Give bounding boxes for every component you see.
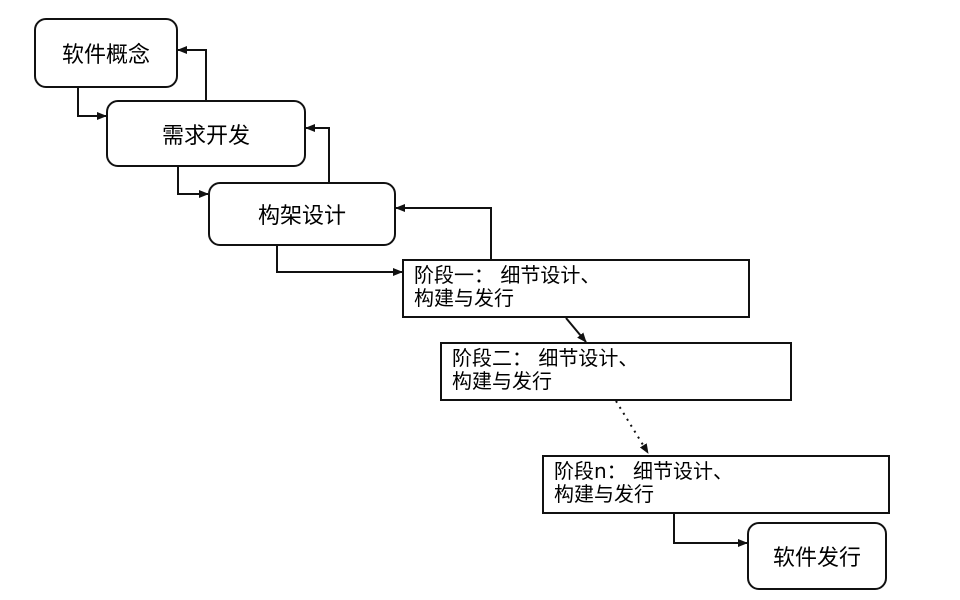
node-software-release: 软件发行: [747, 522, 887, 590]
arrow-stagen-to-release: [673, 514, 748, 547]
node-architecture-design: 构架设计: [208, 182, 396, 246]
node-stage-2-line2: 构建与发行: [452, 369, 552, 393]
arrow-concept-to-requirements: [77, 88, 107, 120]
arrow-architecture-to-stage1: [276, 246, 403, 276]
node-stage-2: 阶段二： 细节设计、 构建与发行: [440, 342, 792, 401]
node-stage-1-line1: 阶段一： 细节设计、: [414, 263, 601, 287]
feedback-requirements-to-concept: [177, 46, 207, 100]
node-requirements-development: 需求开发: [106, 100, 306, 167]
node-software-release-label: 软件发行: [772, 546, 861, 571]
node-architecture-design-label: 构架设计: [257, 204, 346, 229]
node-stage-1-line2: 构建与发行: [414, 286, 514, 310]
node-stage-2-line1: 阶段二： 细节设计、: [452, 346, 639, 370]
node-software-concept-label: 软件概念: [61, 43, 150, 68]
feedback-architecture-to-requirements: [305, 124, 330, 182]
node-stage-n-line1: 阶段n： 细节设计、: [554, 459, 734, 483]
arrow-requirements-to-architecture: [177, 167, 209, 198]
feedback-stage1-to-architecture: [395, 204, 492, 259]
node-stage-n: 阶段n： 细节设计、 构建与发行: [542, 455, 890, 514]
node-requirements-development-label: 需求开发: [161, 123, 250, 149]
arrow-stage1-to-stage2: [565, 317, 587, 343]
node-stage-1: 阶段一： 细节设计、 构建与发行: [402, 259, 750, 318]
node-stage-n-line2: 构建与发行: [554, 482, 654, 506]
arrow-stage2-to-stagen: [615, 400, 649, 454]
node-software-concept: 软件概念: [34, 18, 178, 88]
